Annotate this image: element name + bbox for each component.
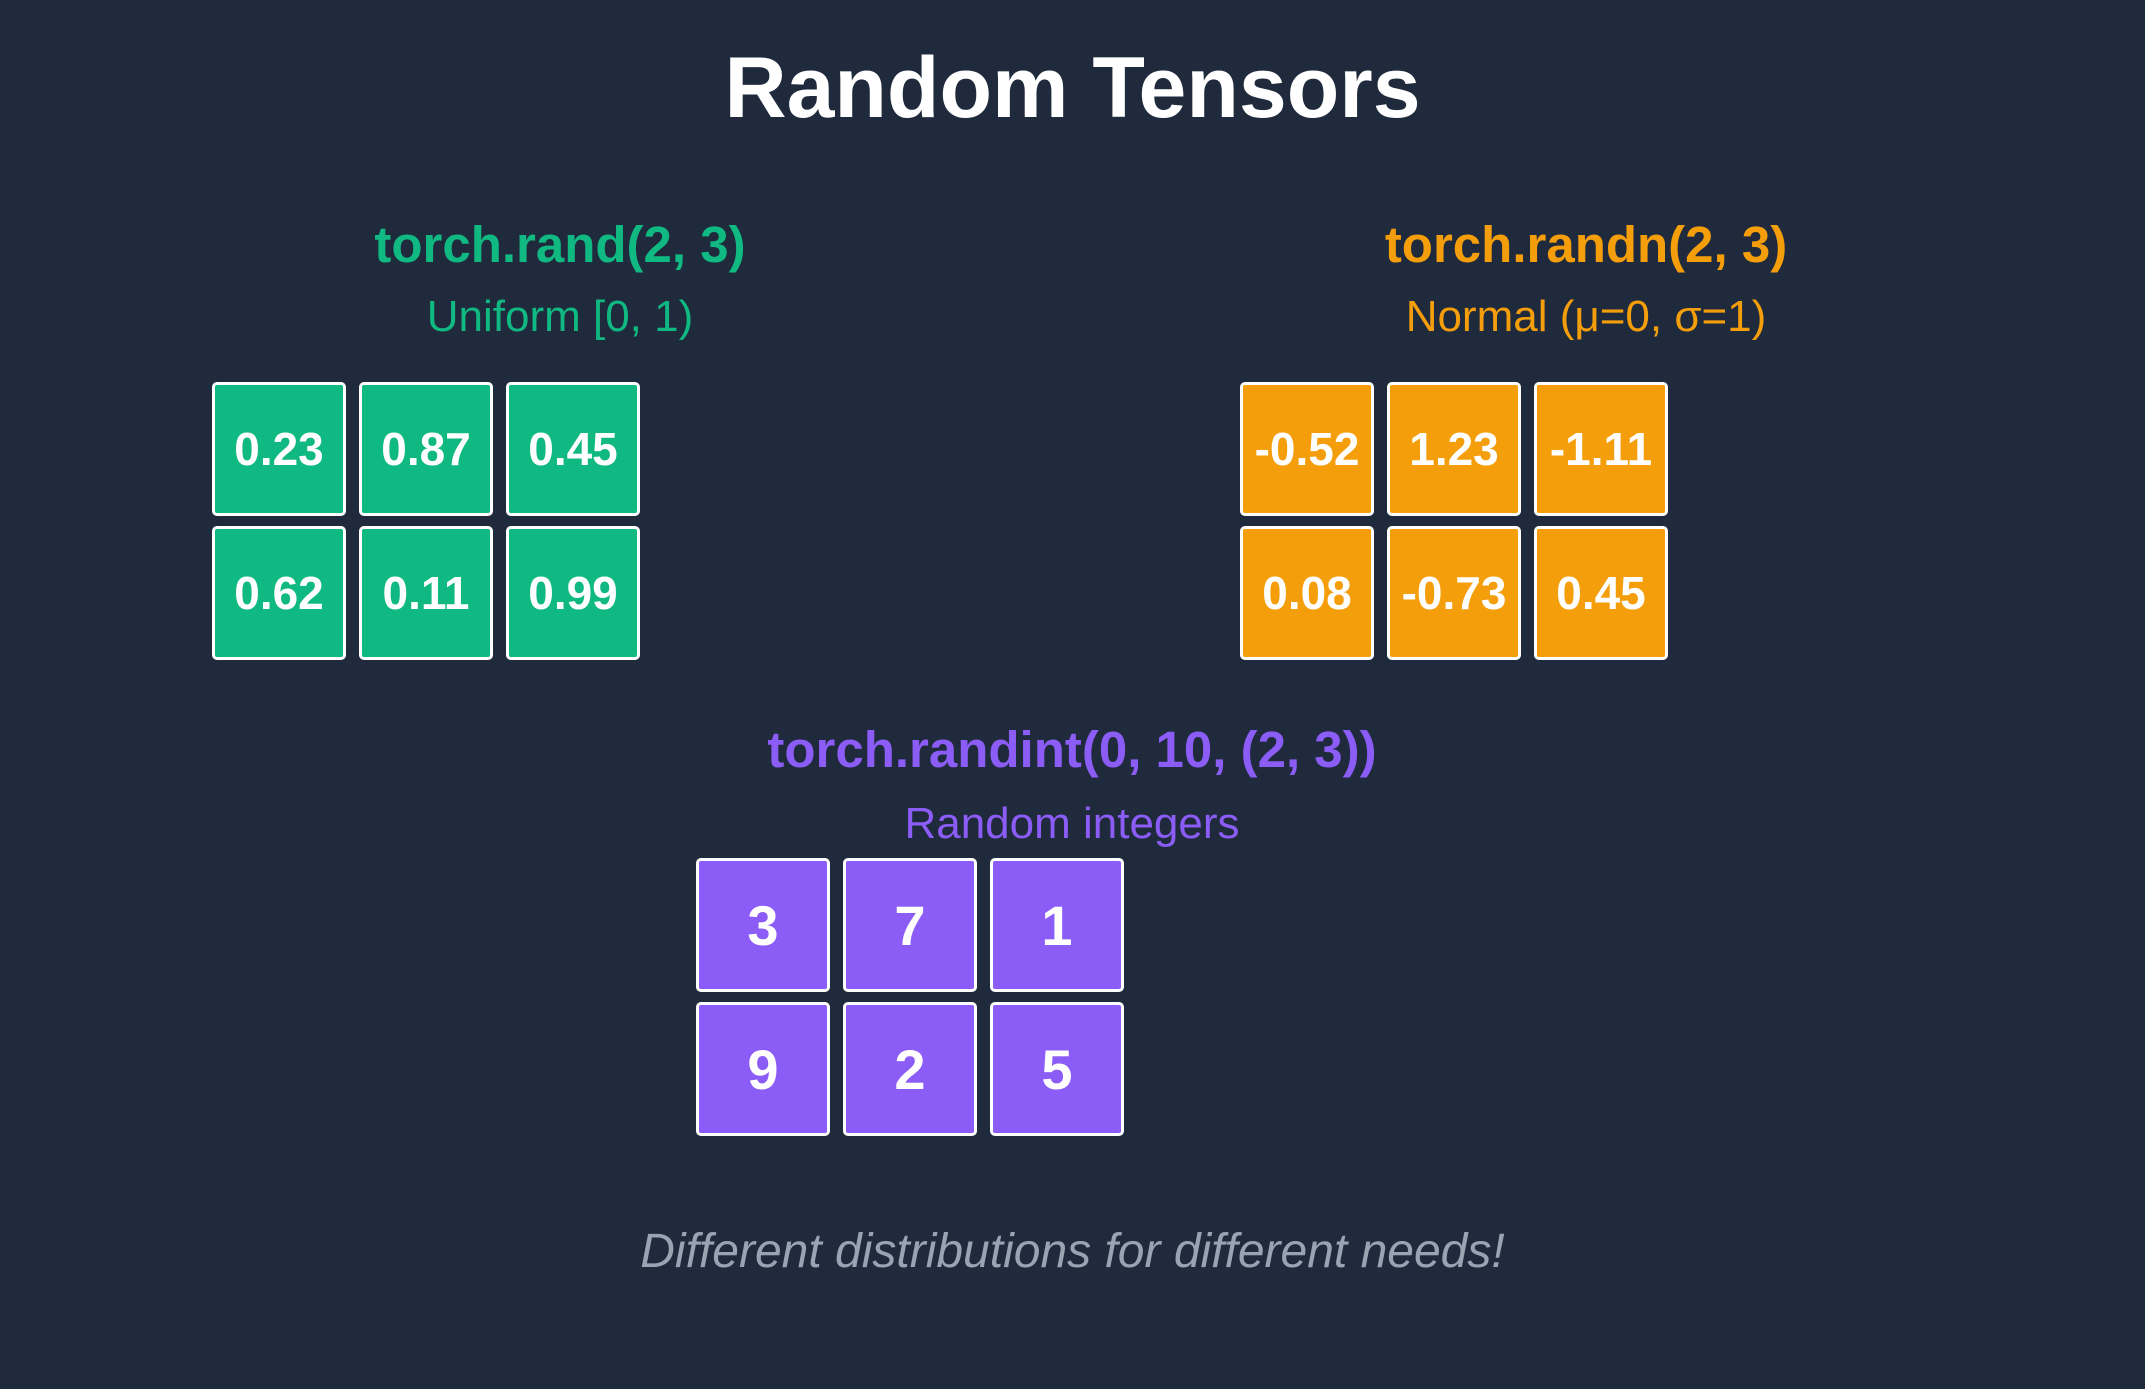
randint-tensor-grid: 3 7 1 9 2 5 <box>696 858 1124 1136</box>
rand-cell: 0.62 <box>212 526 346 660</box>
randint-description: Random integers <box>904 799 1240 848</box>
randn-cell: 0.45 <box>1534 526 1668 660</box>
randn-group: torch.randn(2, 3) Normal (μ=0, σ=1) <box>1086 215 2086 675</box>
page-title: Random Tensors <box>724 40 1421 136</box>
randint-cell: 2 <box>843 1002 977 1136</box>
rand-function-label: torch.rand(2, 3) <box>374 216 746 273</box>
rand-cell: 0.87 <box>359 382 493 516</box>
randint-group: torch.randint(0, 10, (2, 3)) Random inte… <box>572 720 1572 860</box>
footer-note: Different distributions for different ne… <box>640 1225 1505 1278</box>
randint-cell: 5 <box>990 1002 1124 1136</box>
randn-cell: 0.08 <box>1240 526 1374 660</box>
randn-cell: -0.52 <box>1240 382 1374 516</box>
rand-group: torch.rand(2, 3) Uniform [0, 1) <box>60 215 1060 675</box>
rand-cell: 0.11 <box>359 526 493 660</box>
randint-cell: 1 <box>990 858 1124 992</box>
randint-cell: 9 <box>696 1002 830 1136</box>
randint-cell: 7 <box>843 858 977 992</box>
rand-description: Uniform [0, 1) <box>426 292 694 341</box>
randn-function-label: torch.randn(2, 3) <box>1384 216 1788 273</box>
randint-function-label: torch.randint(0, 10, (2, 3)) <box>767 721 1377 778</box>
randn-tensor-grid: -0.52 1.23 -1.11 0.08 -0.73 0.45 <box>1240 382 1668 660</box>
rand-tensor-grid: 0.23 0.87 0.45 0.62 0.11 0.99 <box>212 382 640 660</box>
rand-cell: 0.23 <box>212 382 346 516</box>
rand-cell: 0.45 <box>506 382 640 516</box>
randn-cell: -1.11 <box>1534 382 1668 516</box>
randint-cell: 3 <box>696 858 830 992</box>
randn-description: Normal (μ=0, σ=1) <box>1405 292 1767 341</box>
rand-cell: 0.99 <box>506 526 640 660</box>
randn-cell: 1.23 <box>1387 382 1521 516</box>
randn-cell: -0.73 <box>1387 526 1521 660</box>
